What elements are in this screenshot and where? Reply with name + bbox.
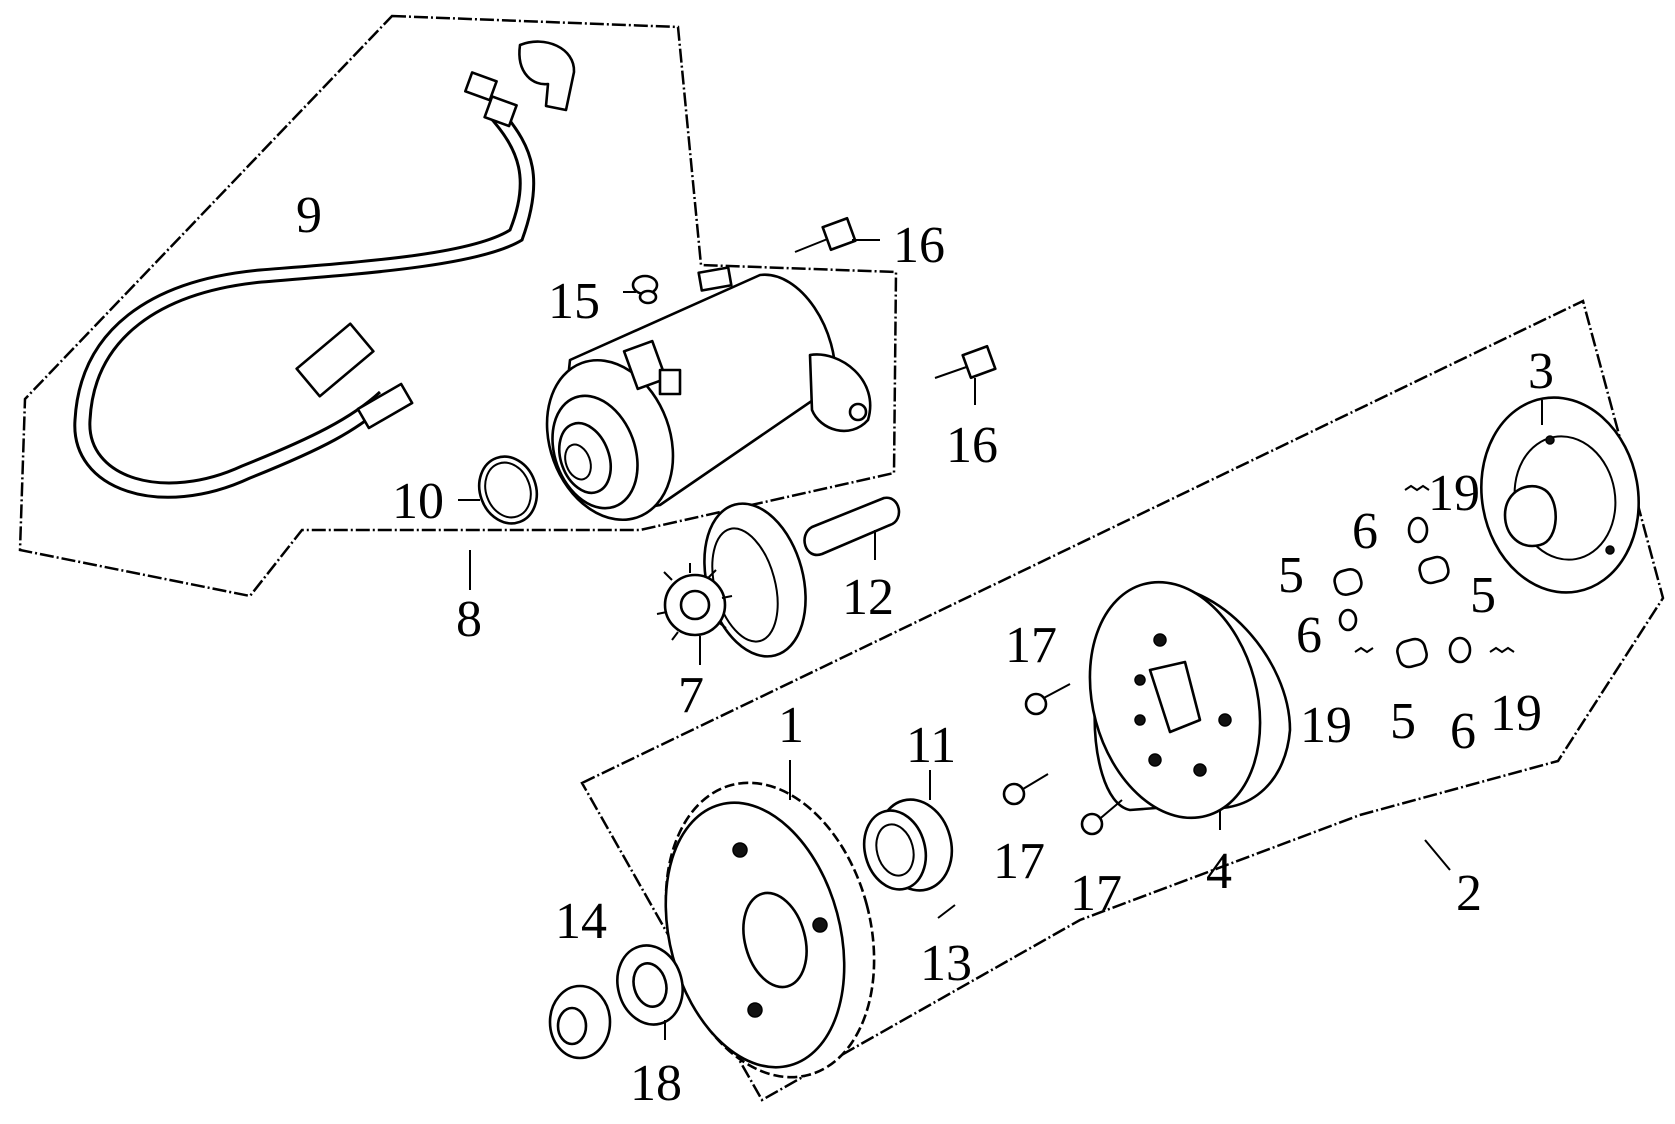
callout-labels: 1 2 3 4 5 5 5 6 6 6 7 8 9 10 11 12 13 14…	[296, 187, 1554, 1112]
bolt-16-upper	[794, 216, 857, 253]
callout-16a: 16	[893, 217, 945, 274]
callout-16b: 16	[946, 417, 998, 474]
starter-clutch	[1088, 580, 1292, 820]
washer-18	[616, 944, 684, 1026]
clutch-plate	[1480, 396, 1640, 594]
callout-19a: 19	[1428, 465, 1480, 522]
callout-6b: 6	[1296, 607, 1322, 664]
callout-18: 18	[630, 1055, 682, 1112]
roller-5-b	[1418, 555, 1450, 585]
callout-19c: 19	[1490, 685, 1542, 742]
roller-5-c	[1396, 637, 1428, 669]
callout-2: 2	[1456, 865, 1482, 922]
spring-19-c	[1489, 646, 1515, 654]
callout-8: 8	[456, 591, 482, 648]
callout-12: 12	[842, 569, 894, 626]
plunger-6-b	[1338, 608, 1358, 632]
starter-motor-assembly-outline	[18, 14, 898, 598]
callout-9: 9	[296, 187, 322, 244]
callout-6c: 6	[1450, 703, 1476, 760]
callout-4: 4	[1206, 843, 1232, 900]
callout-14: 14	[555, 893, 607, 950]
pin	[937, 904, 956, 919]
spring-19-a	[1404, 484, 1430, 492]
bolt-16-lower	[934, 344, 997, 380]
idle-gear-shaft	[803, 496, 901, 557]
o-ring	[477, 455, 539, 525]
nut-15	[631, 274, 659, 305]
bolt-17-a	[1024, 683, 1071, 716]
reduction-gear	[656, 502, 807, 658]
callout-5b: 5	[1470, 567, 1496, 624]
spring-19-b	[1354, 646, 1374, 654]
starter-driven-gear	[664, 781, 876, 1079]
leader-lines	[458, 239, 1543, 1040]
bolt-17-b	[1002, 773, 1049, 806]
callout-17c: 17	[1070, 865, 1122, 922]
callout-19b: 19	[1300, 697, 1352, 754]
callout-17a: 17	[1005, 617, 1057, 674]
starter-motor	[545, 266, 872, 522]
plunger-6-a	[1407, 516, 1429, 544]
needle-bearing	[862, 798, 954, 892]
starter-cable	[73, 40, 576, 499]
callout-3: 3	[1528, 343, 1554, 400]
callout-15: 15	[548, 273, 600, 330]
callout-17b: 17	[993, 833, 1045, 890]
callout-13: 13	[920, 935, 972, 992]
callout-10: 10	[392, 473, 444, 530]
callout-6a: 6	[1352, 503, 1378, 560]
nut-14	[548, 984, 612, 1060]
plunger-6-c	[1448, 636, 1472, 664]
callout-11: 11	[906, 717, 956, 774]
callout-5a: 5	[1278, 547, 1304, 604]
bolt-17-c	[1080, 799, 1123, 836]
callout-7: 7	[678, 667, 704, 724]
roller-5-a	[1333, 567, 1363, 597]
callout-1: 1	[778, 697, 804, 754]
callout-5c: 5	[1390, 693, 1416, 750]
